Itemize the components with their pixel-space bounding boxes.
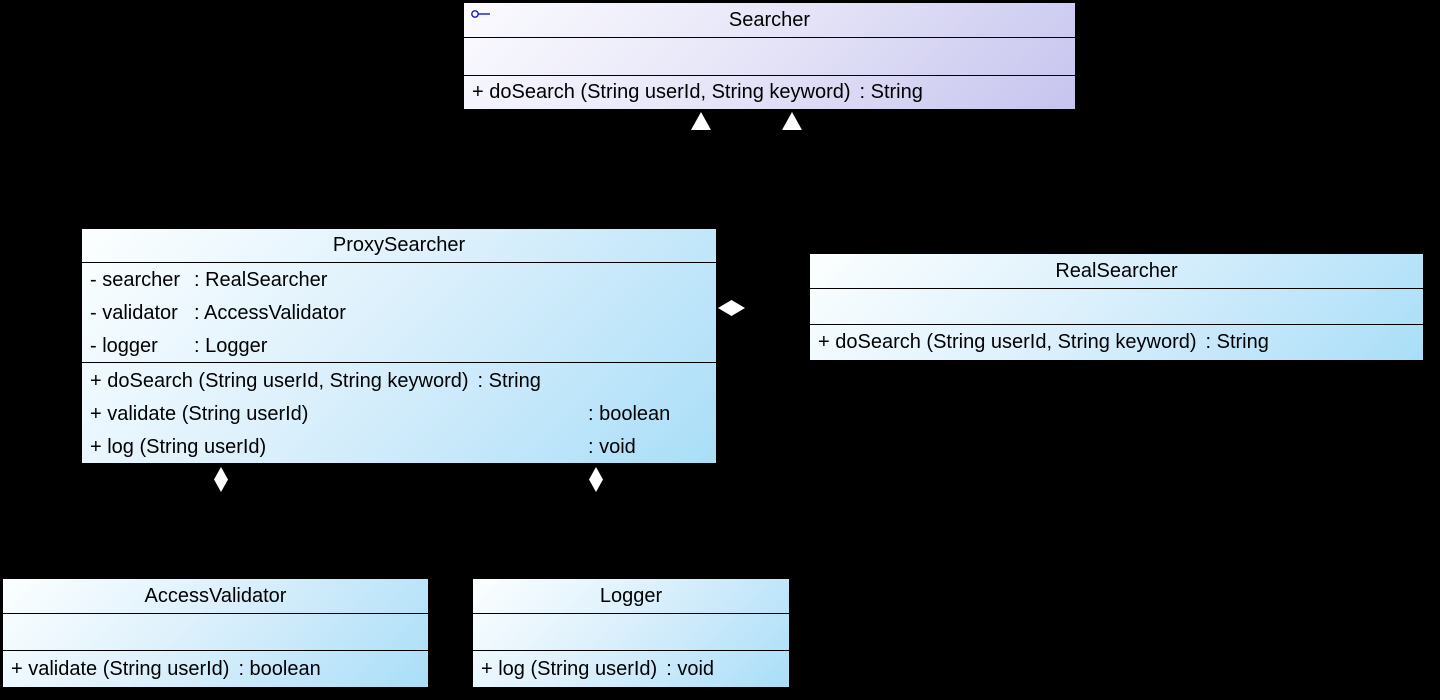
attribute-name: - logger <box>90 335 158 357</box>
class-name: ProxySearcher <box>332 234 466 256</box>
method-row: + doSearch (String userId, String keywor… <box>810 326 1423 359</box>
method-return-type: : String <box>859 81 923 103</box>
method-return-type: : void <box>666 657 715 680</box>
class-name: AccessValidator <box>144 584 287 607</box>
attribute-row: - validator : AccessValidator <box>82 297 716 330</box>
attribute-type: : Logger <box>194 335 268 357</box>
method-signature: + doSearch (String userId, String keywor… <box>818 331 1197 353</box>
class-box-realsearcher[interactable]: RealSearcher + doSearch (String userId, … <box>809 253 1424 361</box>
method-signature: + validate (String userId) <box>11 657 230 680</box>
method-signature: + log (String userId) <box>481 657 658 680</box>
proxysearcher-methods-compartment: + doSearch (String userId, String keywor… <box>82 363 716 463</box>
class-box-searcher[interactable]: Searcher + doSearch (String userId, Stri… <box>463 2 1076 110</box>
attribute-row: - logger : Logger <box>82 330 716 362</box>
method-return-type: : void <box>588 436 636 458</box>
aggregation-diamond-proxysearcher-logger-icon[interactable] <box>589 467 603 492</box>
aggregation-diamond-proxysearcher-accessvalidator-icon[interactable] <box>214 467 228 492</box>
searcher-title-bar: Searcher <box>464 3 1075 38</box>
method-signature: + validate (String userId) <box>90 403 309 425</box>
class-box-accessvalidator[interactable]: AccessValidator + validate (String userI… <box>2 578 429 688</box>
method-row: + doSearch (String userId, String keywor… <box>82 365 716 398</box>
attribute-name: - searcher <box>90 269 181 291</box>
method-row: + doSearch (String userId, String keywor… <box>464 76 1075 109</box>
logger-attributes-compartment <box>473 614 789 651</box>
method-row: + validate (String userId) : boolean <box>3 653 428 686</box>
logger-methods-compartment: + log (String userId) : void <box>473 651 789 687</box>
searcher-attributes-compartment <box>464 38 1075 76</box>
method-signature: + log (String userId) <box>90 436 267 458</box>
method-row: + validate (String userId) : boolean <box>82 398 716 431</box>
realsearcher-attributes-compartment <box>810 289 1423 325</box>
method-return-type: : String <box>1205 331 1269 353</box>
logger-title-bar: Logger <box>473 579 789 614</box>
realization-arrowhead-proxysearcher-to-searcher-icon[interactable] <box>691 112 711 130</box>
interface-lollipop-icon <box>470 9 492 19</box>
class-box-proxysearcher[interactable]: ProxySearcher - searcher : RealSearcher … <box>81 228 717 464</box>
aggregation-diamond-proxysearcher-realsearcher-icon[interactable] <box>718 300 745 316</box>
realsearcher-methods-compartment: + doSearch (String userId, String keywor… <box>810 325 1423 360</box>
realization-arrowhead-realsearcher-to-searcher-icon[interactable] <box>782 112 802 130</box>
method-row: + log (String userId) : void <box>473 653 789 686</box>
attribute-type: : RealSearcher <box>194 269 328 291</box>
class-name: RealSearcher <box>1055 259 1178 282</box>
method-signature: + doSearch (String userId, String keywor… <box>90 370 469 392</box>
proxysearcher-title-bar: ProxySearcher <box>82 229 716 263</box>
accessvalidator-title-bar: AccessValidator <box>3 579 428 614</box>
class-name: Logger <box>599 584 663 607</box>
proxysearcher-attributes-compartment: - searcher : RealSearcher - validator : … <box>82 263 716 363</box>
attribute-type: : AccessValidator <box>194 302 346 324</box>
realsearcher-title-bar: RealSearcher <box>810 254 1423 289</box>
searcher-methods-compartment: + doSearch (String userId, String keywor… <box>464 76 1075 109</box>
class-box-logger[interactable]: Logger + log (String userId) : void <box>472 578 790 688</box>
method-return-type: : boolean <box>238 657 321 680</box>
method-return-type: : String <box>477 370 541 392</box>
class-name: Searcher <box>728 8 811 31</box>
attribute-name: - validator <box>90 302 178 324</box>
accessvalidator-methods-compartment: + validate (String userId) : boolean <box>3 651 428 687</box>
method-signature: + doSearch (String userId, String keywor… <box>472 81 851 103</box>
method-row: + log (String userId) : void <box>82 431 716 463</box>
attribute-row: - searcher : RealSearcher <box>82 264 716 297</box>
accessvalidator-attributes-compartment <box>3 614 428 651</box>
method-return-type: : boolean <box>588 403 671 425</box>
